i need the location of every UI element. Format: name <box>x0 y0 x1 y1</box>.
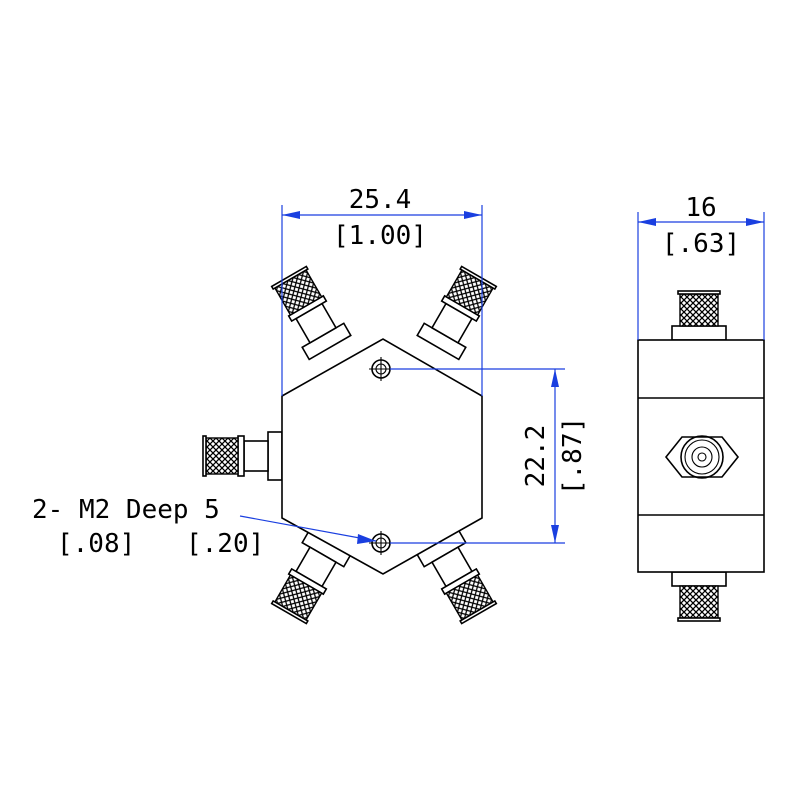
hexagon-body <box>281 338 483 575</box>
width-dimension: 25.4 [1.00] <box>281 185 483 396</box>
side-width-mm-label: 16 <box>685 193 716 223</box>
sma-connector-left <box>202 431 283 481</box>
sma-connector-lower-right <box>416 529 498 625</box>
side-view: 16 [.63] <box>637 193 765 622</box>
sma-connector-upper-left <box>270 265 352 361</box>
side-width-in-label: [.63] <box>662 229 740 259</box>
hole-spacing-dimension: 22.2 [.87] <box>390 368 588 544</box>
hole-note-label: 2- M2 Deep 5 <box>32 495 220 525</box>
front-view: 25.4 [1.00] 22.2 [.87] 2- M2 Deep 5 [.08… <box>32 185 588 625</box>
hole-spacing-in-label: [.87] <box>558 417 588 495</box>
side-width-dimension: 16 [.63] <box>637 193 765 340</box>
side-connector-top <box>671 290 727 341</box>
mounting-hole-top <box>369 357 393 381</box>
side-body <box>637 339 765 573</box>
hole-dia-label: [.08] <box>57 529 135 559</box>
hole-spacing-mm-label: 22.2 <box>521 425 551 488</box>
side-connector-bottom <box>671 571 727 622</box>
width-in-label: [1.00] <box>333 221 427 251</box>
side-connector-front <box>664 435 740 479</box>
hole-depth-label: [.20] <box>186 529 264 559</box>
sma-connector-upper-right <box>416 265 498 361</box>
sma-connector-lower-left <box>270 529 352 625</box>
width-mm-label: 25.4 <box>349 185 412 215</box>
hole-callout: 2- M2 Deep 5 [.08] [.20] <box>32 495 377 559</box>
